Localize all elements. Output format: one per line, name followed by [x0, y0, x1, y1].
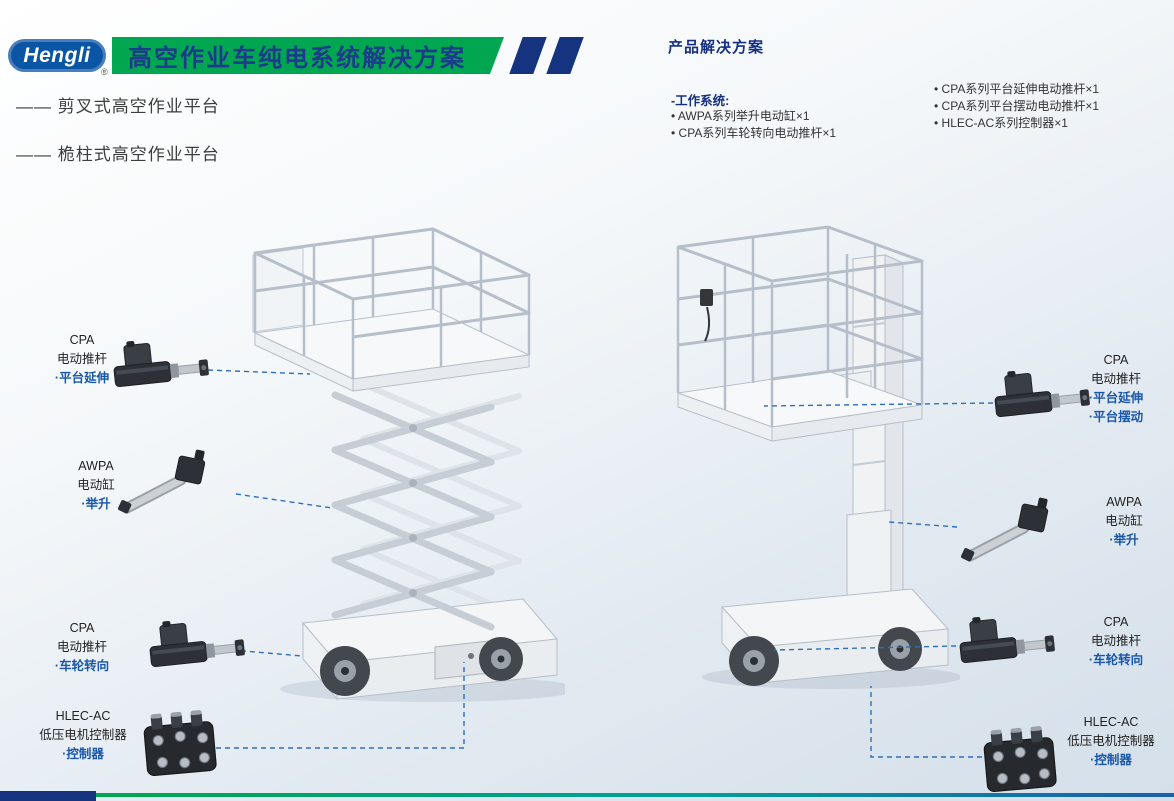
- component-type: 电动推杆: [56, 352, 107, 366]
- component-type: 电动推杆: [1090, 372, 1141, 386]
- banner-stripe: [546, 37, 584, 74]
- cpa-actuator-image: [112, 336, 212, 398]
- machine-type-scissor: —— 剪叉式高空作业平台: [16, 97, 220, 116]
- solution-item: • HLEC-AC系列控制器×1: [934, 116, 1068, 130]
- component-type: 电动推杆: [1090, 634, 1141, 648]
- solution-item: • CPA系列车轮转向电动推杆×1: [671, 126, 837, 140]
- component-function: ·举升: [1109, 533, 1139, 547]
- component-function: ·车轮转向: [1088, 653, 1144, 667]
- cpa-actuator-image: [958, 612, 1058, 674]
- component-function: ·平台延伸: [1088, 391, 1144, 405]
- component-type: 电动推杆: [56, 640, 107, 654]
- solutions-heading: 产品解决方案: [668, 39, 765, 56]
- callout-right-platform-extension-swing: CPA 电动推杆 ·平台延伸 ·平台摆动: [1064, 351, 1168, 427]
- cpa-actuator-image: [993, 366, 1093, 428]
- hlec-controller-icon: [983, 726, 1057, 792]
- component-model: AWPA: [78, 459, 114, 473]
- cpa-actuator-icon: [959, 616, 1055, 664]
- callout-left-controller: HLEC-AC 低压电机控制器 ·控制器: [24, 707, 142, 764]
- awpa-cylinder-icon: [118, 449, 206, 514]
- callout-right-wheel-steering: CPA 电动推杆 ·车轮转向: [1064, 613, 1168, 670]
- machine-type-mast: —— 桅柱式高空作业平台: [16, 145, 220, 164]
- hlec-controller-image: [982, 724, 1062, 796]
- component-type: 电动缸: [1105, 514, 1143, 528]
- callout-left-lift: AWPA 电动缸 ·举升: [52, 457, 140, 514]
- cpa-actuator-icon: [994, 370, 1090, 418]
- cpa-actuator-icon: [113, 340, 209, 388]
- banner-stripe: [509, 37, 547, 74]
- component-model: CPA: [69, 333, 95, 347]
- component-model: CPA: [1103, 353, 1129, 367]
- awpa-cylinder-image: [115, 448, 215, 520]
- component-function: ·控制器: [62, 747, 104, 761]
- component-function: ·车轮转向: [54, 659, 110, 673]
- callout-left-platform-extension: CPA 电动推杆 ·平台延伸: [36, 331, 128, 388]
- component-model: HLEC-AC: [55, 709, 111, 723]
- work-system-column-1: • AWPA系列举升电动缸×1 • CPA系列车轮转向电动推杆×1: [671, 108, 836, 142]
- component-function: ·平台延伸: [54, 371, 110, 385]
- awpa-cylinder-icon: [961, 497, 1049, 562]
- footer-accent-line: [96, 793, 1174, 797]
- cpa-actuator-image: [148, 616, 248, 678]
- logo-text: Hengli: [23, 43, 91, 67]
- registered-trademark: ®: [101, 67, 108, 77]
- footer-navy-bar: [0, 791, 96, 801]
- callout-right-lift: AWPA 电动缸 ·举升: [1080, 493, 1168, 550]
- component-type: 电动缸: [77, 478, 115, 492]
- component-model: CPA: [69, 621, 95, 635]
- work-system-label: -工作系统:: [671, 94, 730, 108]
- component-type: 低压电机控制器: [39, 728, 127, 742]
- awpa-cylinder-image: [958, 496, 1058, 568]
- component-function: ·平台摆动: [1088, 410, 1144, 424]
- hlec-controller-image: [142, 708, 222, 780]
- mast-lift-illustration: [676, 225, 960, 689]
- component-model: HLEC-AC: [1083, 715, 1139, 729]
- hengli-logo: Hengli: [8, 39, 106, 72]
- solution-item: • CPA系列平台摆动电动推杆×1: [934, 99, 1100, 113]
- page-title: 高空作业车纯电系统解决方案: [128, 45, 466, 72]
- work-system-column-2: • CPA系列平台延伸电动推杆×1 • CPA系列平台摆动电动推杆×1 • HL…: [934, 81, 1099, 132]
- component-model: AWPA: [1106, 495, 1142, 509]
- callout-right-controller: HLEC-AC 低压电机控制器 ·控制器: [1052, 713, 1170, 770]
- callout-left-wheel-steering: CPA 电动推杆 ·车轮转向: [36, 619, 128, 676]
- component-function: ·控制器: [1090, 753, 1132, 767]
- scissor-lift-illustration: [252, 227, 565, 702]
- solution-item: • AWPA系列举升电动缸×1: [671, 109, 810, 123]
- component-model: CPA: [1103, 615, 1129, 629]
- component-type: 低压电机控制器: [1067, 734, 1155, 748]
- title-banner: 高空作业车纯电系统解决方案: [112, 37, 504, 74]
- component-function: ·举升: [81, 497, 111, 511]
- hlec-controller-icon: [143, 710, 217, 776]
- solution-item: • CPA系列平台延伸电动推杆×1: [934, 82, 1100, 96]
- cpa-actuator-icon: [149, 620, 245, 668]
